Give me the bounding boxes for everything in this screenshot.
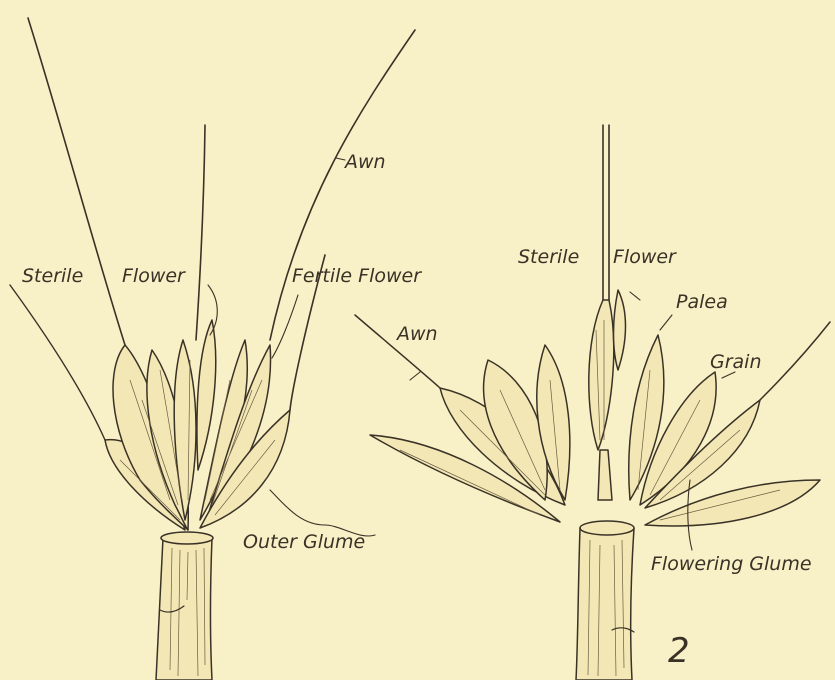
right-left-florets [355, 315, 570, 522]
right-sterile-flower [589, 125, 626, 500]
label-right-awn: Awn [395, 323, 438, 345]
label-outer-glume: Outer Glume [243, 531, 365, 553]
left-florets [105, 320, 290, 530]
label-right-sterile: Sterile [518, 246, 579, 268]
label-right-flower: Flower [613, 246, 677, 268]
label-flowering-glume: Flowering Glume [651, 553, 812, 575]
left-stem [156, 532, 213, 680]
left-spikelet [10, 18, 415, 680]
label-palea: Palea [676, 291, 728, 313]
label-grain: Grain [710, 351, 762, 373]
right-spikelet [355, 125, 830, 680]
label-left-flower: Flower [122, 265, 186, 287]
figure-number: 2 [668, 631, 690, 671]
right-stem [576, 521, 634, 680]
label-left-awn: Awn [343, 151, 386, 173]
label-fertile-flower: Fertile Flower [292, 265, 422, 287]
label-left-sterile: Sterile [22, 265, 83, 287]
